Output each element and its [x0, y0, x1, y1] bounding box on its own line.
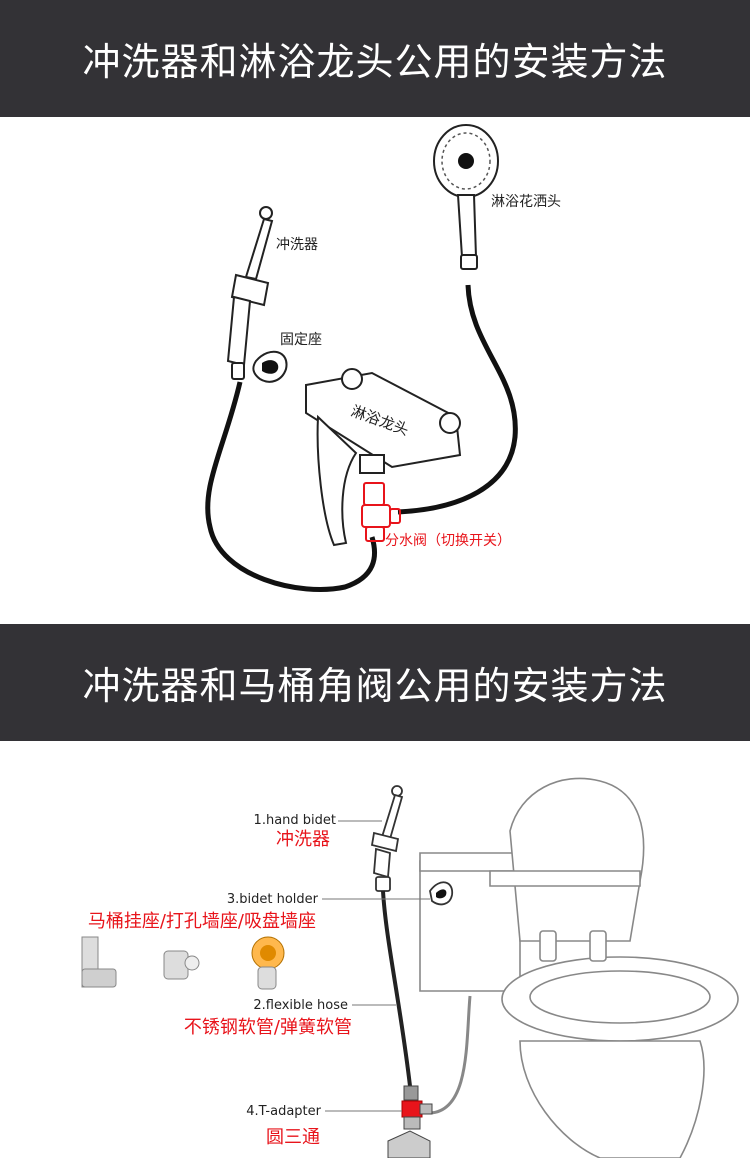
toilet-icon — [419, 777, 739, 1159]
toilet-install-diagram: 1.hand bidet 冲洗器 3.bidet holder 马桶挂座/打孔墙… — [0, 741, 750, 1159]
shower-hose — [397, 284, 518, 515]
section2-title-banner: 冲洗器和马桶角阀公用的安装方法 — [0, 624, 750, 741]
shower-head-label: 淋浴花洒头 — [491, 194, 561, 210]
bidet-holder-icon — [429, 881, 453, 906]
bidet-holder-cn-label: 马桶挂座/打孔墙座/吸盘墙座 — [88, 911, 316, 932]
section2-title: 冲洗器和马桶角阀公用的安装方法 — [82, 664, 668, 708]
flexible-hose — [381, 890, 412, 1087]
toilet-fill-hose — [429, 995, 472, 1115]
shower-head-icon — [433, 124, 499, 270]
t-adapter-cn-label: 圆三通 — [266, 1127, 320, 1148]
shower-diagram-svg: 淋浴龙头 冲洗器 淋浴花洒头 固定座 分水阀（切换开关） — [205, 124, 561, 592]
section1-title: 冲洗器和淋浴龙头公用的安装方法 — [82, 40, 668, 84]
hand-bidet-icon — [370, 785, 404, 892]
toilet-mount-holder-icon — [81, 936, 117, 988]
hand-bidet-en-label: 1.hand bidet — [254, 813, 336, 828]
valve-label: 分水阀（切换开关） — [385, 532, 511, 549]
holder-label: 固定座 — [280, 332, 322, 348]
t-adapter-en-label: 4.T-adapter — [246, 1104, 321, 1119]
wall-drill-holder-icon — [163, 950, 200, 980]
faucet-icon — [305, 368, 462, 547]
shower-install-diagram: 淋浴龙头 冲洗器 淋浴花洒头 固定座 分水阀（切换开关） — [0, 117, 750, 624]
flexible-hose-en-label: 2.flexible hose — [253, 998, 348, 1013]
hand-bidet-cn-label: 冲洗器 — [276, 829, 330, 850]
suction-cup-holder-icon — [251, 936, 285, 990]
flexible-hose-cn-label: 不锈钢软管/弹簧软管 — [184, 1017, 352, 1038]
bidet-sprayer-icon — [226, 206, 274, 380]
toilet-diagram-svg: 1.hand bidet 冲洗器 3.bidet holder 马桶挂座/打孔墙… — [81, 777, 739, 1159]
bidet-hose — [205, 381, 377, 592]
bidet-label: 冲洗器 — [276, 237, 318, 253]
holder-icon — [252, 350, 288, 383]
t-adapter-icon — [387, 1085, 433, 1159]
section1-title-banner: 冲洗器和淋浴龙头公用的安装方法 — [0, 0, 750, 117]
bidet-holder-en-label: 3.bidet holder — [227, 892, 319, 907]
diverter-valve-icon — [361, 482, 401, 542]
leader-lines — [322, 820, 430, 1112]
